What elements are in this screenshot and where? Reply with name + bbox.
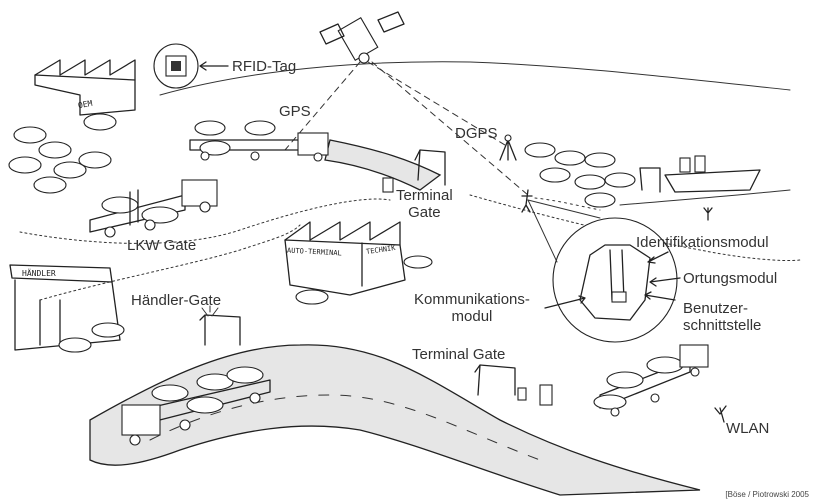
label-dgps: DGPS (455, 125, 498, 142)
car-near-terminal-2 (296, 290, 328, 304)
label-identifikationsmodul: Identifikationsmodul (636, 234, 769, 251)
car-lot-left (9, 114, 116, 193)
label-terminal-gate-bottom: Terminal Gate (412, 346, 505, 363)
label-terminal-gate-top: Terminal Gate (396, 187, 453, 221)
rfid-arrow (200, 62, 228, 70)
label-lkw-gate: LKW Gate (127, 237, 196, 254)
car-transporter-top (190, 121, 328, 161)
terminal-gate-bottom-structure (475, 365, 515, 395)
wlan-antenna-top-icon (704, 208, 712, 220)
auto-terminal-building (285, 222, 405, 295)
gate-barrier-box (518, 388, 526, 400)
wlan-antenna-icon (715, 406, 726, 422)
label-kommunikationsmodul: Kommunikations- modul (414, 291, 530, 325)
car-transporter-right (594, 345, 708, 416)
gate-booth-bottom (540, 385, 552, 405)
haendler-sign: HÄNDLER (22, 269, 56, 278)
citation: [Böse / Piotrowski 2005 (725, 490, 809, 499)
car-haendler-1 (59, 338, 91, 352)
shoreline (620, 190, 790, 205)
lkw-truck (90, 180, 217, 237)
zoom-connector-1 (528, 200, 557, 262)
car-lot-right (525, 143, 635, 207)
label-benutzerschnittstelle: Benutzer- schnittstelle (683, 300, 761, 334)
car-near-terminal (404, 256, 432, 268)
label-gps: GPS (279, 103, 311, 120)
rfid-tag-icon (154, 44, 198, 88)
gate-booth-top (383, 178, 393, 192)
label-rfid-tag: RFID-Tag (232, 58, 296, 75)
ship-icon (640, 156, 760, 192)
label-haendler-gate: Händler-Gate (131, 292, 221, 309)
haendler-gate-structure (200, 315, 240, 345)
satellite-icon (320, 12, 404, 63)
label-ortungsmodul: Ortungsmodul (683, 270, 777, 287)
car-haendler-2 (92, 323, 124, 337)
label-wlan: WLAN (726, 420, 769, 437)
main-road (90, 345, 700, 495)
